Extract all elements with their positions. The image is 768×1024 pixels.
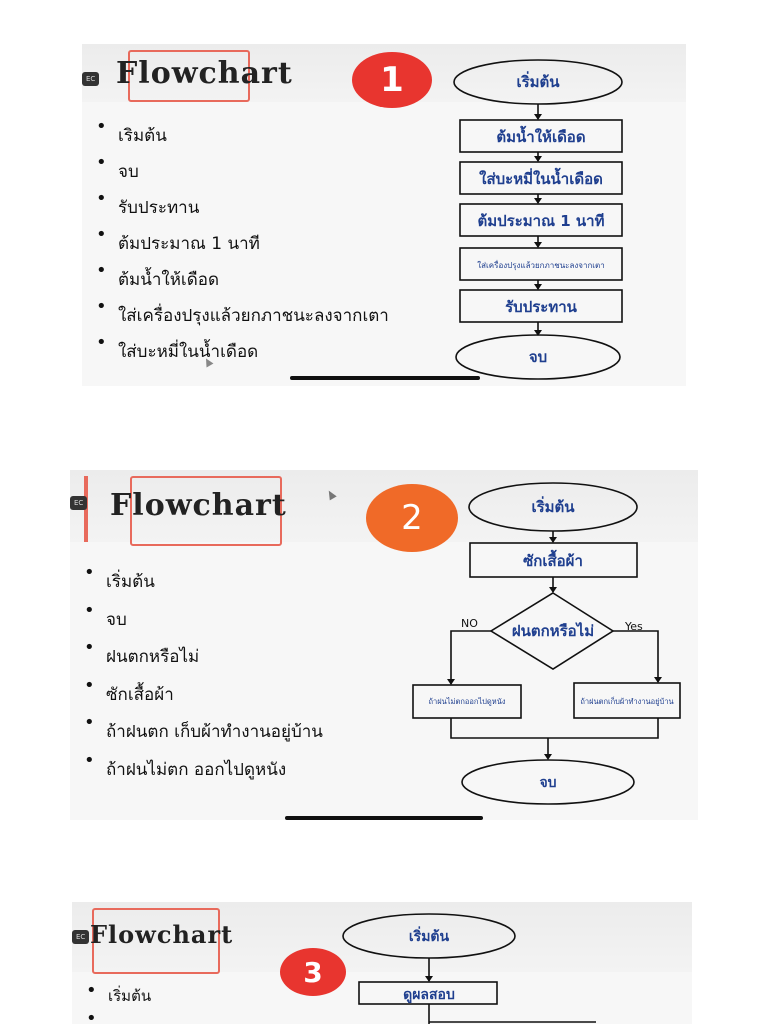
slide-number-badge: 3 xyxy=(280,948,346,996)
bullet-item: ฝนตกหรือไม่ xyxy=(84,639,323,677)
flow-step-box xyxy=(358,981,498,1005)
flow-branch-label-yes: ถ้าฝนตกเก็บผ้าทำงานอยู่บ้าน xyxy=(580,696,673,706)
recording-frame xyxy=(128,50,250,102)
bullet-item: ถ้าฝนไม่ตก ออกไปดูหนัง xyxy=(84,752,323,790)
recording-frame xyxy=(92,908,220,974)
flow-step-box xyxy=(459,247,623,281)
bullet-list: เริ่มต้น จบ ฝนตกหรือไม่ ซักเสื้อผ้า ถ้าฝ… xyxy=(84,564,323,789)
flow-step-label: รับประทาน xyxy=(505,298,578,316)
flow-yes-label: Yes xyxy=(624,620,643,633)
bullet-item: จบ xyxy=(84,602,323,640)
flow-step-label: ใส่เครื่องปรุงแล้วยกภาชนะลงจากเตา xyxy=(477,259,604,270)
flow-branch-box-no xyxy=(412,684,522,719)
bullet-item: เริ่มต้น xyxy=(86,982,151,1010)
bullet-list: เริมต้น จบ รับประทาน ต้มประมาณ 1 นาที ต้… xyxy=(96,118,389,370)
slide-number-badge: 1 xyxy=(352,52,432,108)
flow-decision-label: ฝนตกหรือไม่ xyxy=(512,621,594,640)
flow-step-label: ดูผลสอบ xyxy=(403,987,455,1003)
slide-title: Flowchart xyxy=(116,56,293,91)
flowchart-1: เริ่มต้น ต้มน้ำให้เดือด ใส่บะหมี่ในน้ำเด… xyxy=(453,59,623,380)
slide-header-band xyxy=(72,902,692,972)
flow-start-label: เริ่มต้น xyxy=(516,71,560,91)
bullet-item: จบ xyxy=(96,154,389,190)
rec-indicator: EC xyxy=(82,72,100,86)
slide-number-badge: 2 xyxy=(366,484,458,552)
bullet-item: เริมต้น xyxy=(96,118,389,154)
rec-indicator: EC xyxy=(70,496,88,510)
bullet-list: เริ่มต้น xyxy=(86,982,151,1024)
bullet-item: ถ้าฝนตก เก็บผ้าทำงานอยู่บ้าน xyxy=(84,714,323,752)
scroll-indicator[interactable] xyxy=(290,376,480,380)
flowchart-3: เริ่มต้น ดูผลสอบ xyxy=(342,913,596,1024)
flowchart-2: NO Yes เริ่มต้น ซักเสื้อผ้า ฝนตกหรือไม่ … xyxy=(412,482,681,805)
slide-title: Flowchart xyxy=(90,920,234,949)
flow-branch-label-no: ถ้าฝนไม่ตกออกไปดูหนัง xyxy=(428,697,505,706)
flow-start-label: เริ่มต้น xyxy=(409,926,450,945)
flow-step-label: ใส่บะหมี่ในน้ำเดือด xyxy=(479,167,603,188)
flow-step-label: ต้มประมาณ 1 นาที xyxy=(478,212,605,230)
bullet-item: ใส่เครื่องปรุงแล้วยกภาชนะลงจากเตา xyxy=(96,298,389,334)
flow-step-label: ซักเสื้อผ้า xyxy=(523,549,583,570)
bullet-item: เริ่มต้น xyxy=(84,564,323,602)
flow-start-label: เริ่มต้น xyxy=(531,496,575,516)
flow-decision-diamond xyxy=(489,592,615,670)
flow-end-label: จบ xyxy=(529,348,547,366)
flow-step-box xyxy=(459,289,623,323)
flow-step-box xyxy=(459,119,623,153)
flow-step-box xyxy=(459,161,623,195)
bullet-item: รับประทาน xyxy=(96,190,389,226)
flow-step-box xyxy=(459,203,623,237)
flow-step-label: ต้มน้ำให้เดือด xyxy=(496,125,585,146)
rec-indicator: EC xyxy=(72,930,90,944)
flow-branch-box-yes xyxy=(573,682,681,719)
flow-no-label: NO xyxy=(461,617,478,630)
slide-3: EC Flowchart 3 เริ่มต้น xyxy=(72,902,692,1024)
recording-frame xyxy=(130,476,282,546)
bullet-item: ซักเสื้อผ้า xyxy=(84,677,323,715)
bullet-item: ต้มประมาณ 1 นาที xyxy=(96,226,389,262)
slide-title: Flowchart xyxy=(110,488,287,523)
bullet-item: ต้มน้ำให้เดือด xyxy=(96,262,389,298)
slide-2: EC Flowchart 2 เริ่มต้น จบ ฝนตกหรือไม่ ซ… xyxy=(70,470,698,820)
flow-end-label: จบ xyxy=(539,775,556,791)
bullet-item: ใส่บะหมี่ในน้ำเดือด xyxy=(96,334,389,370)
scroll-indicator[interactable] xyxy=(285,816,483,820)
